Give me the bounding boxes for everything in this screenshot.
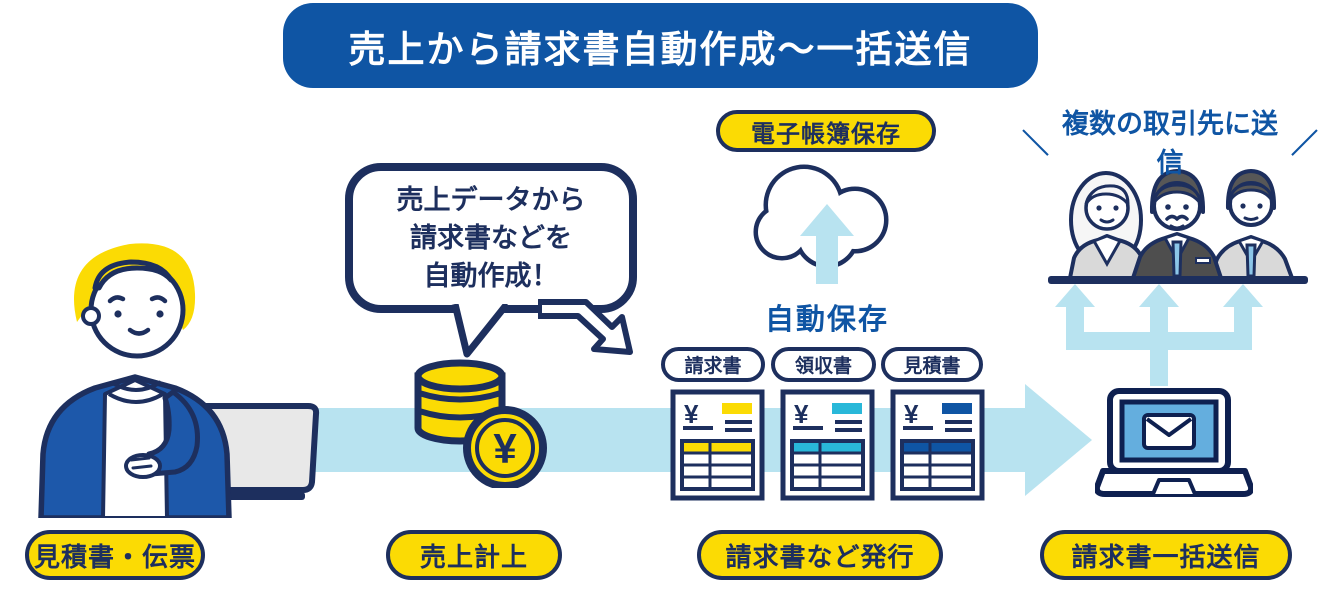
office-worker-icon [38, 243, 320, 518]
receipt-document-icon: ¥ [780, 389, 875, 501]
worker-person-icon [38, 243, 232, 518]
recipients-caption: ＼ 複数の取引先に送信 ／ [1022, 102, 1318, 180]
speech-bubble: 売上データから 請求書などを 自動作成！ [345, 163, 637, 313]
invoice-label-text: 請求書 [684, 356, 742, 377]
invoice-label: 請求書 [661, 347, 765, 382]
bubble-line-2: 請求書などを [410, 222, 572, 253]
bubble-line-3: 自動作成！ [423, 261, 559, 292]
business-people-icon [1048, 169, 1308, 284]
step-pill-batch-send: 請求書一括送信 [1040, 530, 1292, 580]
receipt-label-text: 領収書 [794, 356, 852, 377]
bubble-line-1: 売上データから [396, 184, 586, 215]
quotation-label-text: 見積書 [903, 356, 961, 377]
step-label-quotation-voucher: 見積書・伝票 [33, 541, 196, 572]
recipient-woman-icon [1068, 171, 1146, 280]
upload-arrow-icon [800, 204, 854, 284]
recipient-man-center-icon [1131, 169, 1223, 280]
electronic-books-label-text: 電子帳簿保存 [751, 120, 901, 148]
yen-coins-icon: ¥ [414, 359, 547, 488]
invoice-document-icon: ¥ [670, 389, 765, 501]
cloud-upload-icon [753, 164, 889, 284]
auto-save-caption: 自動保存 [742, 296, 912, 338]
quotation-document-icon: ¥ [890, 389, 985, 501]
quotation-label: 見積書 [881, 347, 983, 382]
doc-yen-symbol: ¥ [794, 399, 809, 429]
laptop-email-icon [1095, 388, 1253, 497]
doc-yen-symbol: ¥ [904, 399, 919, 429]
doc-yen-symbol: ¥ [684, 399, 699, 429]
envelope-icon [1142, 413, 1196, 450]
recipient-man-right-icon [1208, 169, 1294, 280]
step-pill-invoice-issue: 請求書など発行 [697, 530, 943, 580]
electronic-books-label: 電子帳簿保存 [716, 110, 936, 152]
bubble-pointer-arrow-icon [538, 299, 633, 355]
step-label-batch-send: 請求書一括送信 [1071, 541, 1261, 572]
step-label-invoice-issue: 請求書など発行 [725, 541, 915, 572]
step-pill-sales-recording: 売上計上 [386, 530, 562, 580]
page-title: 売上から請求書自動作成～一括送信 [348, 28, 973, 70]
slash-left-icon: ＼ [1022, 128, 1049, 159]
distribution-arrows-icon [1055, 284, 1263, 386]
step-pill-quotation-voucher: 見積書・伝票 [25, 530, 205, 580]
recipients-caption-text: 複数の取引先に送信 [1062, 109, 1278, 178]
title-banner: 売上から請求書自動作成～一括送信 [283, 3, 1038, 88]
slash-right-icon: ／ [1291, 128, 1318, 159]
step-label-sales-recording: 売上計上 [419, 541, 528, 572]
receipt-label: 領収書 [771, 347, 876, 382]
coin-yen-symbol: ¥ [493, 425, 517, 472]
bubble-tail-icon [451, 304, 510, 358]
auto-save-text: 自動保存 [764, 304, 889, 336]
